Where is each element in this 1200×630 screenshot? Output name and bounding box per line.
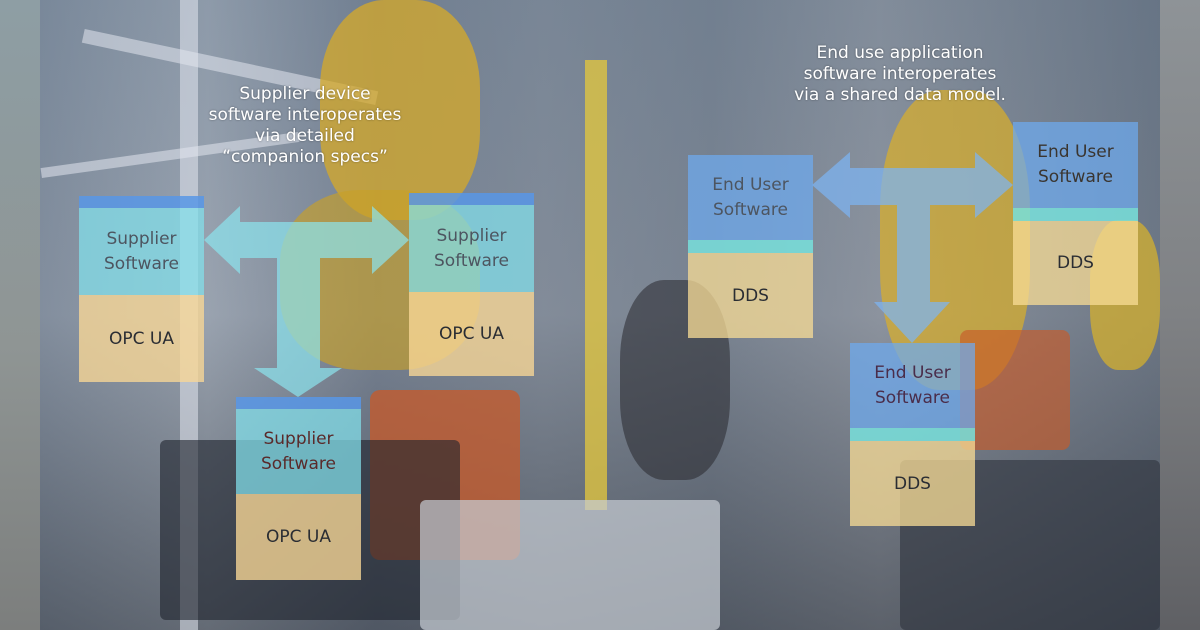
box-label: Software bbox=[434, 250, 509, 271]
box-label: End User bbox=[712, 174, 789, 195]
box-label: Supplier bbox=[436, 225, 507, 246]
box-header-strip bbox=[236, 397, 361, 409]
right-border-panel bbox=[1160, 0, 1200, 630]
caption-line: End use application bbox=[816, 43, 984, 63]
caption-line: Supplier device bbox=[239, 84, 371, 104]
box-label: End User bbox=[874, 362, 951, 383]
box-label: Supplier bbox=[263, 428, 334, 449]
protocol-layer: OPC UA bbox=[409, 292, 534, 376]
supplier-t-arrow-icon bbox=[204, 206, 409, 397]
box-label: Software bbox=[875, 387, 950, 408]
layer-divider bbox=[850, 428, 975, 441]
box-label: Software bbox=[1038, 167, 1113, 187]
protocol-layer: OPC UA bbox=[236, 494, 361, 580]
caption-line: via detailed bbox=[255, 126, 355, 146]
enduser-t-arrow-icon bbox=[812, 152, 1013, 343]
protocol-layer: DDS bbox=[688, 253, 813, 338]
caption-line: software interoperates bbox=[803, 64, 997, 84]
box-label: Software bbox=[104, 253, 179, 274]
caption-line: software interoperates bbox=[208, 105, 402, 125]
box-label: Software bbox=[261, 453, 336, 474]
box-header-strip bbox=[409, 193, 534, 205]
supplier-caption: Supplier device software interoperates v… bbox=[180, 84, 430, 168]
layer-divider bbox=[1013, 208, 1138, 221]
protocol-layer: DDS bbox=[1013, 221, 1138, 305]
caption-line: “companion specs” bbox=[222, 147, 388, 167]
box-label: Software bbox=[713, 199, 788, 220]
box-label: Supplier bbox=[106, 228, 177, 249]
caption-line: via a shared data model. bbox=[794, 85, 1006, 105]
enduser-caption: End use application software interoperat… bbox=[770, 43, 1030, 106]
layer-divider bbox=[688, 240, 813, 253]
protocol-layer: OPC UA bbox=[79, 295, 204, 382]
box-header-strip bbox=[79, 196, 204, 208]
protocol-layer: DDS bbox=[850, 441, 975, 526]
box-label: End User bbox=[1037, 142, 1114, 162]
left-border-panel bbox=[0, 0, 40, 630]
